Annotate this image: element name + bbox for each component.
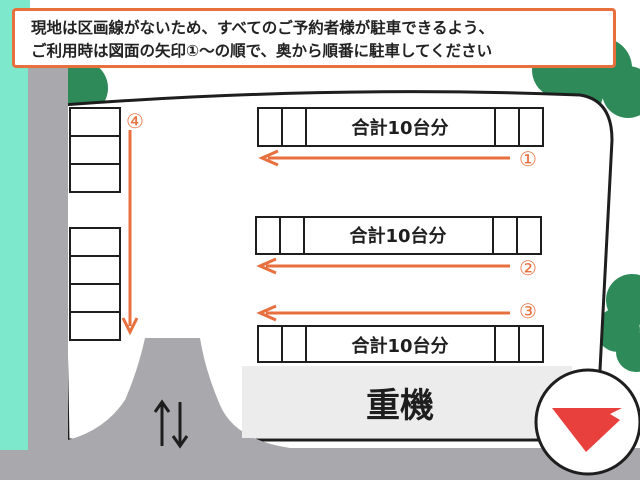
mint-strip: [0, 0, 30, 480]
parking-block-2: [255, 216, 542, 255]
route-arrow-1: [258, 149, 510, 167]
step-3-label: ③: [519, 299, 537, 323]
parking-block-3-label: 合計10台分: [351, 335, 448, 357]
up-down-arrows-icon: [153, 399, 189, 449]
notice-line-1: 現地は区画線がないため、すべてのご予約者様が駐車できるよう、: [31, 19, 494, 37]
step-1-label: ①: [519, 147, 537, 171]
parking-block-2-label: 合計10台分: [349, 225, 446, 247]
heavy-machinery-label: 重機: [366, 386, 434, 426]
access-road: [0, 60, 640, 480]
parking-block-1-label: 合計10台分: [351, 117, 448, 139]
route-arrow-2: [256, 257, 510, 275]
parking-block-1: [257, 107, 544, 147]
heavy-machinery-area: [242, 366, 572, 438]
left-parking-stalls: [69, 107, 121, 341]
parking-instructions-notice: 現地は区画線がないため、すべてのご予約者様が駐車できるよう、 ご利用時は図面の矢…: [12, 8, 616, 68]
trees-right: [596, 274, 640, 372]
notice-line-2: ご利用時は図面の矢印①～の順で、奥から順番に駐車してください: [31, 42, 493, 60]
route-arrow-4: [121, 130, 139, 336]
parking-block-3: [257, 325, 544, 363]
step-2-label: ②: [519, 256, 537, 280]
step-4-label: ④: [126, 109, 144, 133]
red-arrow-pointer-icon: [534, 368, 640, 476]
route-arrow-3: [256, 304, 510, 322]
